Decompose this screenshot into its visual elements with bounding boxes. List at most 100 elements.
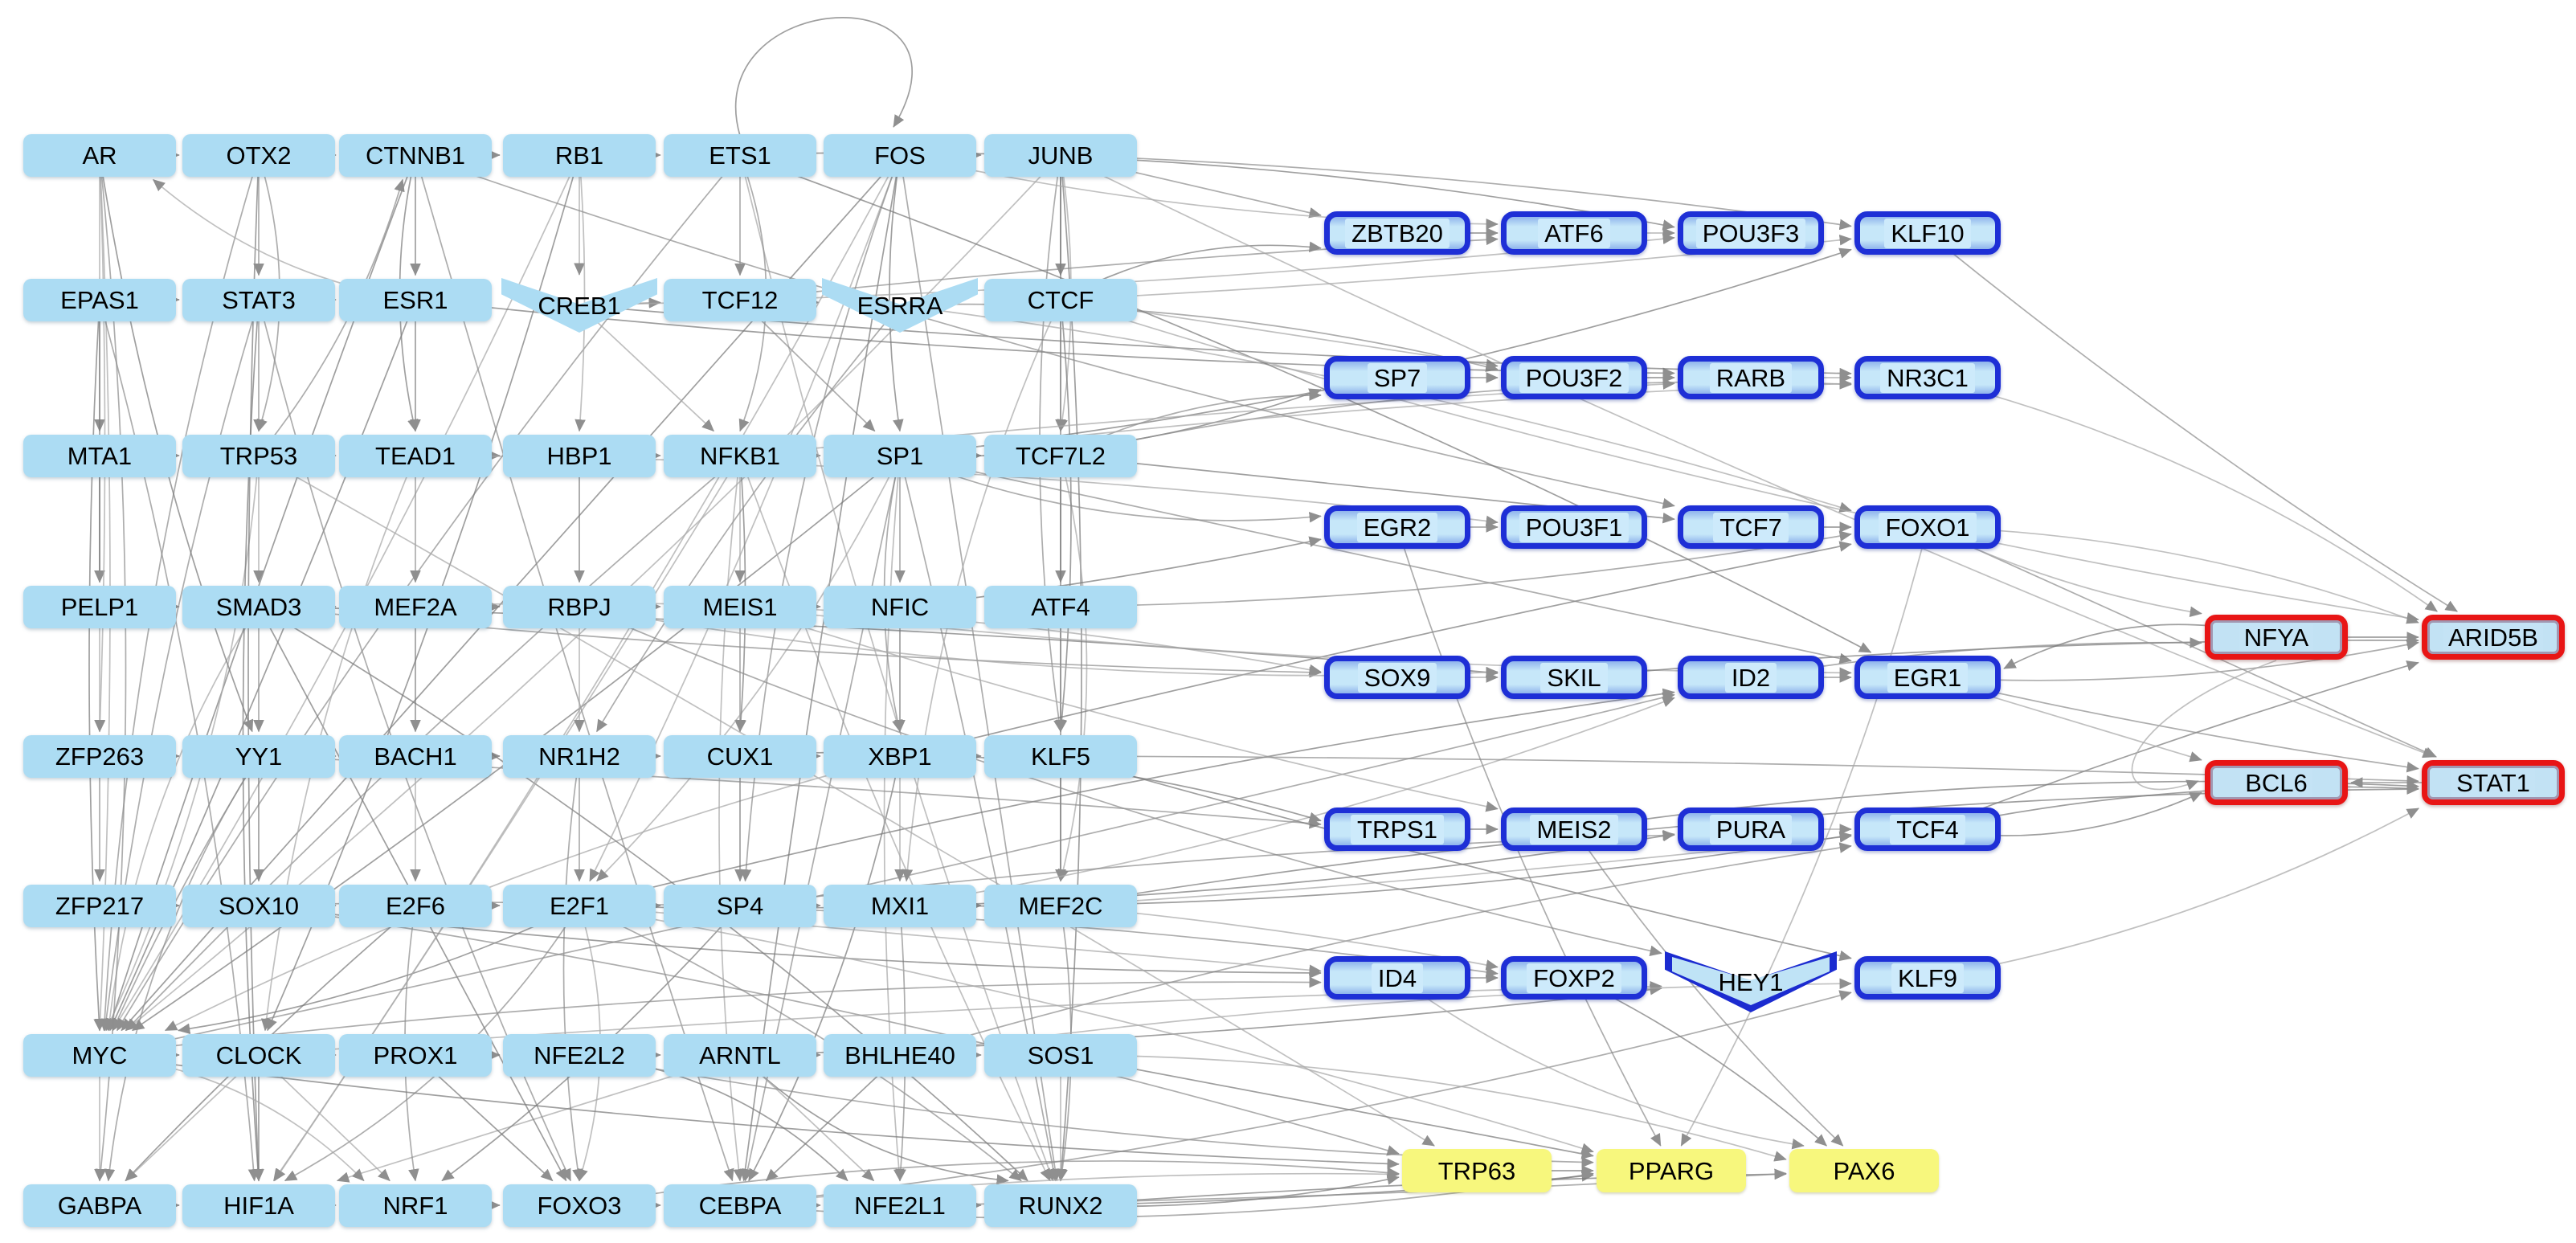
- node-TRP53[interactable]: TRP53: [182, 434, 335, 477]
- node-CTCF[interactable]: CTCF: [984, 278, 1137, 321]
- node-STAT3[interactable]: STAT3: [182, 278, 335, 321]
- node-ATF6[interactable]: ATF6: [1501, 211, 1647, 255]
- node-RBPJ[interactable]: RBPJ: [503, 585, 656, 628]
- node-label: TCF12: [701, 285, 779, 314]
- node-FOXO1[interactable]: FOXO1: [1854, 505, 2001, 549]
- node-STAT1[interactable]: STAT1: [2422, 760, 2565, 805]
- node-MYC[interactable]: MYC: [23, 1033, 176, 1077]
- node-EPAS1[interactable]: EPAS1: [23, 278, 176, 321]
- node-ID2[interactable]: ID2: [1678, 656, 1824, 699]
- node-TRP63[interactable]: TRP63: [1402, 1149, 1552, 1192]
- node-BACH1[interactable]: BACH1: [339, 734, 492, 778]
- node-NFYA[interactable]: NFYA: [2205, 615, 2348, 660]
- node-label: NR1H2: [538, 742, 620, 771]
- node-NFKB1[interactable]: NFKB1: [664, 434, 816, 477]
- node-POU3F2[interactable]: POU3F2: [1501, 356, 1647, 399]
- node-label: CUX1: [706, 742, 774, 771]
- node-RARB[interactable]: RARB: [1678, 356, 1824, 399]
- node-NRF1[interactable]: NRF1: [339, 1184, 492, 1227]
- node-PELP1[interactable]: PELP1: [23, 585, 176, 628]
- node-label: ARID5B: [2443, 623, 2543, 652]
- node-SOS1[interactable]: SOS1: [984, 1033, 1137, 1077]
- node-E2F6[interactable]: E2F6: [339, 884, 492, 927]
- node-PAX6[interactable]: PAX6: [1789, 1149, 1939, 1192]
- node-MEF2A[interactable]: MEF2A: [339, 585, 492, 628]
- node-RB1[interactable]: RB1: [503, 133, 656, 177]
- node-KLF10[interactable]: KLF10: [1854, 211, 2001, 255]
- node-ARID5B[interactable]: ARID5B: [2422, 615, 2565, 660]
- node-RUNX2[interactable]: RUNX2: [984, 1184, 1137, 1227]
- node-SOX9[interactable]: SOX9: [1324, 656, 1470, 699]
- node-KLF5[interactable]: KLF5: [984, 734, 1137, 778]
- node-YY1[interactable]: YY1: [182, 734, 335, 778]
- node-NFE2L1[interactable]: NFE2L1: [824, 1184, 976, 1227]
- node-ZFP217[interactable]: ZFP217: [23, 884, 176, 927]
- node-PROX1[interactable]: PROX1: [339, 1033, 492, 1077]
- node-MXI1[interactable]: MXI1: [824, 884, 976, 927]
- node-ZFP263[interactable]: ZFP263: [23, 734, 176, 778]
- node-MEIS1[interactable]: MEIS1: [664, 585, 816, 628]
- node-SOX10[interactable]: SOX10: [182, 884, 335, 927]
- node-HBP1[interactable]: HBP1: [503, 434, 656, 477]
- node-NFIC[interactable]: NFIC: [824, 585, 976, 628]
- node-HEY1[interactable]: HEY1: [1665, 951, 1837, 1012]
- node-CUX1[interactable]: CUX1: [664, 734, 816, 778]
- node-GABPA[interactable]: GABPA: [23, 1184, 176, 1227]
- node-label: CTCF: [1027, 285, 1094, 314]
- node-label: ID2: [1724, 662, 1777, 693]
- node-label: NFE2L2: [534, 1041, 625, 1069]
- node-NFE2L2[interactable]: NFE2L2: [503, 1033, 656, 1077]
- node-HIF1A[interactable]: HIF1A: [182, 1184, 335, 1227]
- node-TCF7L2[interactable]: TCF7L2: [984, 434, 1137, 477]
- node-ESRRA[interactable]: ESRRA: [822, 278, 978, 333]
- node-TEAD1[interactable]: TEAD1: [339, 434, 492, 477]
- node-SP1[interactable]: SP1: [824, 434, 976, 477]
- node-label: ATF6: [1538, 218, 1610, 248]
- node-NR3C1[interactable]: NR3C1: [1854, 356, 2001, 399]
- node-ARNTL[interactable]: ARNTL: [664, 1033, 816, 1077]
- node-label: KLF10: [1884, 218, 1971, 248]
- node-ZBTB20[interactable]: ZBTB20: [1324, 211, 1470, 255]
- edge-MYC-TRP63: [99, 1054, 1400, 1170]
- node-TCF4[interactable]: TCF4: [1854, 808, 2001, 851]
- node-PPARG[interactable]: PPARG: [1597, 1149, 1746, 1192]
- node-ID4[interactable]: ID4: [1324, 956, 1470, 1000]
- node-CREB1[interactable]: CREB1: [501, 278, 657, 333]
- node-MTA1[interactable]: MTA1: [23, 434, 176, 477]
- node-TCF12[interactable]: TCF12: [664, 278, 816, 321]
- node-FOS[interactable]: FOS: [824, 133, 976, 177]
- node-EGR1[interactable]: EGR1: [1854, 656, 2001, 699]
- node-ATF4[interactable]: ATF4: [984, 585, 1137, 628]
- node-label: ATF4: [1031, 592, 1090, 621]
- node-XBP1[interactable]: XBP1: [824, 734, 976, 778]
- node-POU3F3[interactable]: POU3F3: [1678, 211, 1824, 255]
- node-E2F1[interactable]: E2F1: [503, 884, 656, 927]
- node-BCL6[interactable]: BCL6: [2205, 760, 2348, 805]
- edge-XBP1-FOXO1: [899, 541, 1852, 757]
- node-SMAD3[interactable]: SMAD3: [182, 585, 335, 628]
- node-OTX2[interactable]: OTX2: [182, 133, 335, 177]
- node-CEBPA[interactable]: CEBPA: [664, 1184, 816, 1227]
- node-CLOCK[interactable]: CLOCK: [182, 1033, 335, 1077]
- node-MEF2C[interactable]: MEF2C: [984, 884, 1137, 927]
- node-MEIS2[interactable]: MEIS2: [1501, 808, 1647, 851]
- node-CTNNB1[interactable]: CTNNB1: [339, 133, 492, 177]
- node-label: E2F6: [385, 891, 446, 920]
- node-AR[interactable]: AR: [23, 133, 176, 177]
- node-SP4[interactable]: SP4: [664, 884, 816, 927]
- node-KLF9[interactable]: KLF9: [1854, 956, 2001, 1000]
- node-TRPS1[interactable]: TRPS1: [1324, 808, 1470, 851]
- node-FOXP2[interactable]: FOXP2: [1501, 956, 1647, 1000]
- node-NR1H2[interactable]: NR1H2: [503, 734, 656, 778]
- node-SKIL[interactable]: SKIL: [1501, 656, 1647, 699]
- node-FOXO3[interactable]: FOXO3: [503, 1184, 656, 1227]
- node-SP7[interactable]: SP7: [1324, 356, 1470, 399]
- node-BHLHE40[interactable]: BHLHE40: [824, 1033, 976, 1077]
- node-PURA[interactable]: PURA: [1678, 808, 1824, 851]
- node-POU3F1[interactable]: POU3F1: [1501, 505, 1647, 549]
- node-JUNB[interactable]: JUNB: [984, 133, 1137, 177]
- node-ESR1[interactable]: ESR1: [339, 278, 492, 321]
- node-TCF7[interactable]: TCF7: [1678, 505, 1824, 549]
- node-ETS1[interactable]: ETS1: [664, 133, 816, 177]
- node-EGR2[interactable]: EGR2: [1324, 505, 1470, 549]
